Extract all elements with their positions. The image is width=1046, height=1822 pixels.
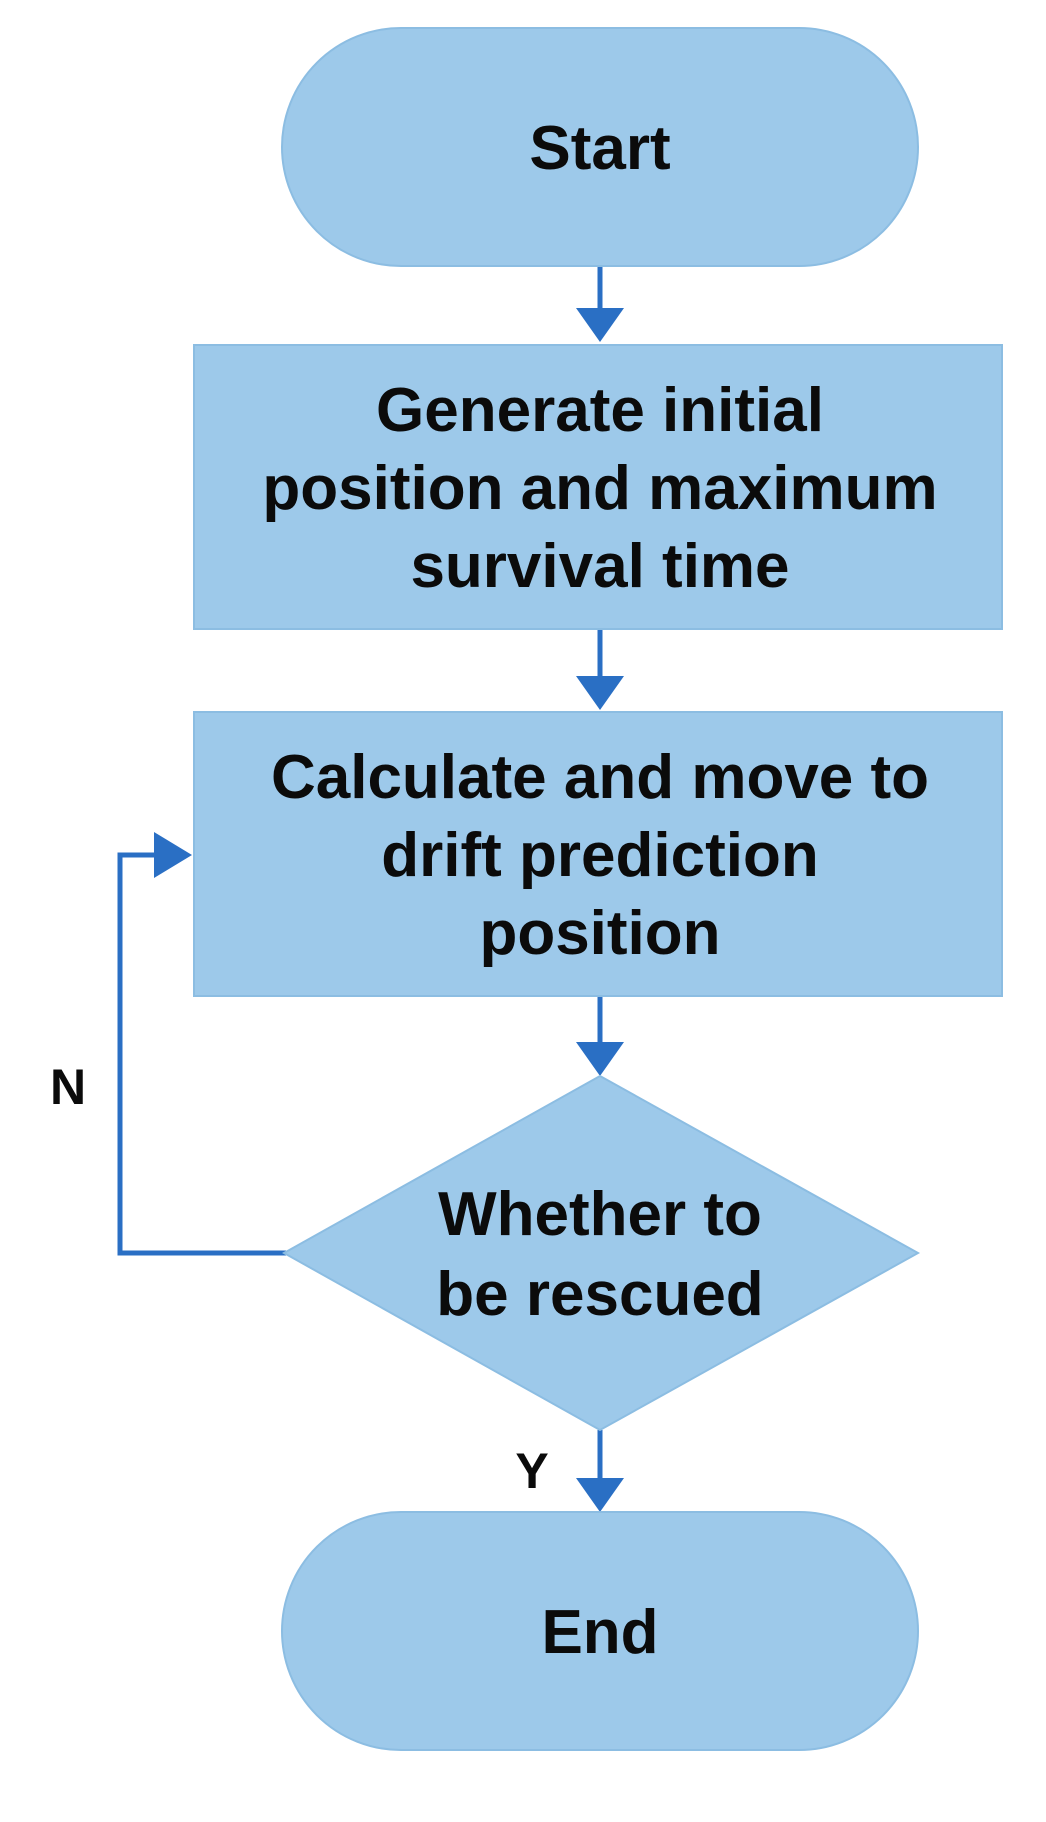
calculate-label-line-1: Calculate and move to: [271, 743, 929, 812]
end-label: End: [541, 1598, 658, 1667]
start-label: Start: [529, 114, 670, 183]
decision-label-line-1: Whether to: [438, 1180, 762, 1249]
yes-edge-label: Y: [515, 1443, 548, 1499]
calculate-label-line-2: drift prediction: [381, 821, 818, 890]
arrowhead-calculate-to-decision: [576, 1042, 624, 1076]
no-edge-label: N: [50, 1059, 86, 1115]
generate-label-line-2: position and maximum: [262, 454, 937, 523]
arrowhead-loop-back: [154, 832, 192, 878]
start-terminator: [281, 27, 919, 267]
arrowhead-decision-to-end: [576, 1478, 624, 1512]
start-label-line-1: Start: [529, 114, 670, 183]
generate-label-line-3: survival time: [410, 532, 789, 601]
decision-diamond: [281, 1074, 921, 1432]
calculate-process: [193, 711, 1003, 997]
end-label-line-1: End: [541, 1598, 658, 1667]
connectors: [117, 265, 624, 1512]
generate-label: Generate initial position and maximum surv…: [262, 376, 937, 601]
calculate-label-line-3: position: [479, 899, 720, 968]
calculate-label: Calculate and move to drift prediction pos…: [271, 743, 929, 968]
generate-label-line-1: Generate initial: [376, 376, 824, 445]
arrowhead-generate-to-calculate: [576, 676, 624, 710]
arrowhead-start-to-generate: [576, 308, 624, 342]
end-terminator: [281, 1511, 919, 1751]
decision-label-line-2: be rescued: [436, 1260, 763, 1329]
generate-process: [193, 344, 1003, 630]
nodes: Start Generate initial position and maxim…: [193, 27, 1003, 1751]
decision-label: Whether to be rescued: [436, 1180, 763, 1329]
arrow-loop-back: [117, 852, 286, 1256]
